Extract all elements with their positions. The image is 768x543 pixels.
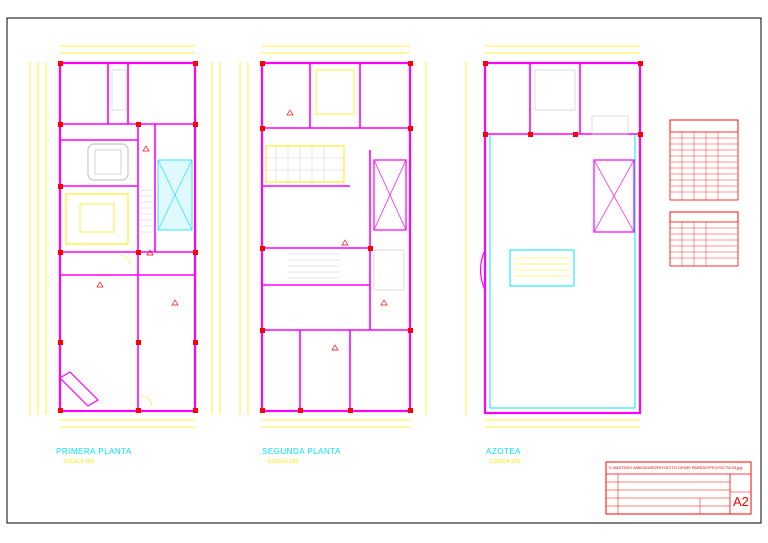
plan-segunda-planta xyxy=(239,45,427,428)
door-schedule-table xyxy=(669,119,739,201)
sheet-border xyxy=(6,17,762,524)
plan-title-azotea: AZOTEA xyxy=(486,447,522,456)
title-block-path: C:\ANTONIO AMBODAR\PROYECTO GENRI PAREDE… xyxy=(609,465,743,470)
title-block xyxy=(605,461,752,515)
plan-scale-azotea: ESCALA 1/50 xyxy=(490,459,521,465)
plan-primera-planta xyxy=(29,45,221,428)
plan-title-primera: PRIMERA PLANTA xyxy=(56,447,132,456)
plan-scale-primera: ESCALA 1/50 xyxy=(64,459,95,465)
plan-azotea xyxy=(465,45,643,428)
plan-title-segunda: SEGUNDA PLANTA xyxy=(262,447,341,456)
plan-scale-segunda: ESCALA 1/50 xyxy=(268,459,299,465)
window-schedule-table xyxy=(669,211,739,267)
sheet-number: A2 xyxy=(733,494,749,509)
